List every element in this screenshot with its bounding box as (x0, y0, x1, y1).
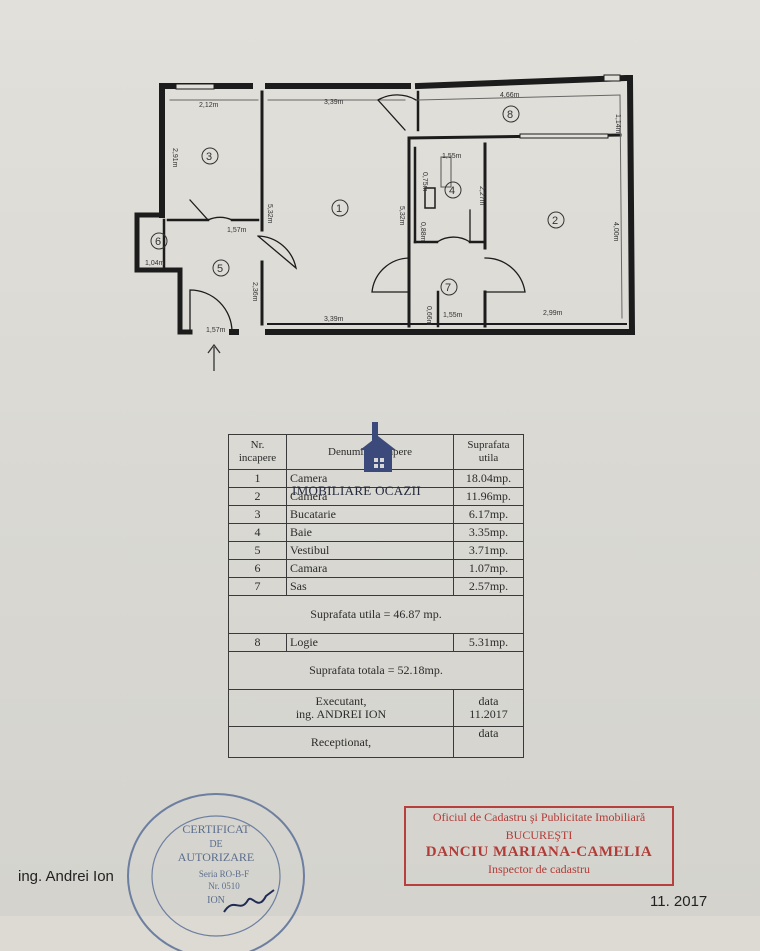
dim-label: 2,36m (251, 282, 258, 302)
dim-label: 1,14m (614, 114, 621, 134)
header-nr: Nr. (250, 439, 265, 451)
seal-line: DE (209, 839, 222, 850)
row-area: 6.17mp. (453, 505, 524, 524)
row-area: 5.31mp. (453, 633, 524, 652)
stamp-city: BUCUREŞTI (505, 828, 573, 842)
data-value: 11.2017 (469, 707, 508, 721)
rooms-table: Nr. incapere Denumire incapere Suprafata… (228, 434, 524, 758)
stamp-office: Oficiul de Cadastru şi Publicitate Imobi… (432, 810, 646, 824)
dim-label: 4,00m (612, 222, 619, 242)
receptionat-row: Receptionat, data (228, 726, 524, 758)
receptionat-label: Receptionat, (228, 726, 454, 758)
executant-name: ing. ANDREI ION (295, 707, 387, 721)
room-4-label: 4 (449, 185, 455, 197)
row-area: 2.57mp. (453, 577, 524, 596)
header-suprafata: Suprafata (467, 439, 510, 451)
dim-label: 0,75m (421, 172, 428, 192)
seal-line: Nr. 0510 (208, 881, 240, 891)
dim-label: 2,12m (199, 102, 219, 109)
dim-label: 2,91m (171, 148, 178, 168)
entry-arrow-icon (207, 343, 221, 371)
row-nr: 8 (228, 633, 287, 652)
authorization-seal: CERTIFICAT DE AUTORIZARE Seria RO-B-F Nr… (127, 793, 305, 951)
table-row: 3 Bucatarie 6.17mp. (228, 505, 524, 524)
total-area: Suprafata totala = 52.18mp. (228, 651, 524, 690)
room-5-label: 5 (217, 263, 223, 275)
floor-plan: 3 1 8 4 2 6 5 7 2,12m 3,39m 4,66m 1,55m … (134, 74, 636, 335)
dim-label: 0,88m (419, 222, 426, 242)
footer-date: 11. 2017 (650, 893, 708, 910)
seal-line: Seria RO-B-F (199, 869, 249, 879)
usable-area-row: Suprafata utila = 46.87 mp. (228, 595, 524, 634)
row-area: 3.71mp. (453, 541, 524, 560)
row-nr: 1 (228, 469, 287, 488)
dim-label: 3,39m (324, 316, 344, 323)
room-labels: 3 1 8 4 2 6 5 7 (150, 105, 565, 296)
dim-label: 1,55m (442, 153, 462, 160)
row-area: 18.04mp. (453, 469, 524, 488)
watermark-text: IMOBILIARE OCAZII (292, 483, 421, 498)
row-nr: 2 (228, 487, 287, 506)
room-3-label: 3 (206, 151, 212, 163)
executant-row: Executant, ing. ANDREI ION data 11.2017 (228, 689, 524, 727)
stamp-inspector-name: DANCIU MARIANA-CAMELIA (425, 844, 653, 860)
dim-label: 3,39m (324, 99, 344, 106)
table-row: 7 Sas 2.57mp. (228, 577, 524, 596)
row-name: Bucatarie (286, 505, 454, 524)
row-area: 3.35mp. (453, 523, 524, 542)
row-name: Vestibul (286, 541, 454, 560)
header-utila: utila (478, 452, 499, 464)
data-label-2: data (453, 726, 524, 758)
cadastre-stamp: Oficiul de Cadastru şi Publicitate Imobi… (404, 806, 674, 886)
dim-label: 1,57m (227, 227, 247, 234)
table-row: 8 Logie 5.31mp. (228, 633, 524, 652)
row-name: Sas (286, 577, 454, 596)
engineer-name: ing. Andrei Ion (18, 868, 114, 885)
table-row: 4 Baie 3.35mp. (228, 523, 524, 542)
signature (223, 889, 275, 913)
dim-label: 2,27m (478, 186, 485, 206)
dim-label: 1,55m (443, 312, 463, 319)
row-area: 11.96mp. (453, 487, 524, 506)
room-8-label: 8 (507, 109, 513, 121)
usable-area-total: Suprafata utila = 46.87 mp. (228, 595, 524, 634)
row-nr: 5 (228, 541, 287, 560)
dim-label: 5,32m (266, 204, 273, 224)
stamp-role: Inspector de cadastru (488, 862, 590, 876)
dim-label: 2,99m (543, 310, 563, 317)
dim-label: 5,32m (398, 206, 405, 226)
header-incapere: incapere (238, 452, 277, 464)
house-logo-icon (360, 422, 396, 472)
dim-label: 0,66m (425, 306, 432, 326)
dim-label: 1,57m (206, 327, 226, 334)
seal-line: AUTORIZARE (178, 850, 254, 864)
total-area-row: Suprafata totala = 52.18mp. (228, 651, 524, 690)
seal-line: ION (207, 895, 225, 906)
row-name: Logie (286, 633, 454, 652)
row-nr: 7 (228, 577, 287, 596)
dim-label: 4,66m (500, 92, 520, 99)
row-name: Baie (286, 523, 454, 542)
row-nr: 4 (228, 523, 287, 542)
room-2-label: 2 (552, 215, 558, 227)
row-nr: 3 (228, 505, 287, 524)
seal-line: CERTIFICAT (182, 822, 250, 836)
executant-label: Executant, (315, 694, 367, 708)
table-row: 6 Camara 1.07mp. (228, 559, 524, 578)
room-7-label: 7 (445, 282, 451, 294)
table-row: 5 Vestibul 3.71mp. (228, 541, 524, 560)
plan-dimensions: 2,12m 3,39m 4,66m 1,55m 1,57m 1,04m 3,39… (145, 92, 621, 334)
data-label: data (478, 694, 499, 708)
row-nr: 6 (228, 559, 287, 578)
dim-label: 1,04m (145, 260, 165, 267)
room-6-label: 6 (155, 236, 161, 248)
room-1-label: 1 (336, 203, 342, 215)
row-area: 1.07mp. (453, 559, 524, 578)
row-name: Camara (286, 559, 454, 578)
